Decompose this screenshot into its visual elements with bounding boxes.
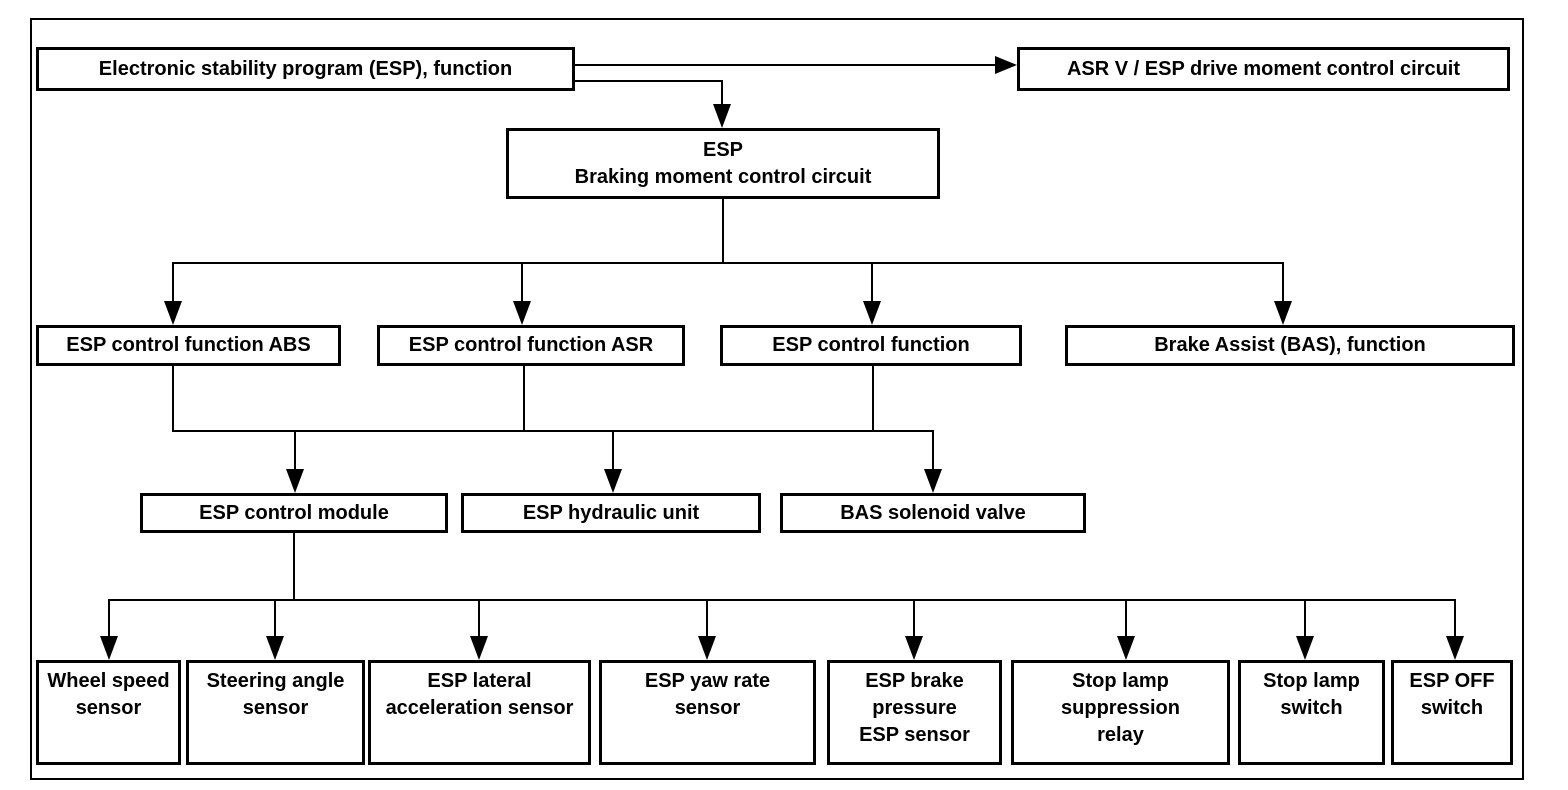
node-esp-lateral-acceleration-sensor[interactable]: ESP lateral acceleration sensor [368, 660, 591, 765]
arrowhead-down-steering-angle [266, 636, 284, 660]
diagram-border [30, 18, 1524, 780]
node-brake-assist[interactable]: Brake Assist (BAS), function [1065, 325, 1515, 366]
node-stop-lamp-switch[interactable]: Stop lamp switch [1238, 660, 1385, 765]
node-esp-control-function[interactable]: ESP control function [720, 325, 1022, 366]
node-stop-lamp-switch-label: Stop lamp switch [1263, 670, 1360, 719]
node-esp-yaw-rate-sensor[interactable]: ESP yaw rate sensor [599, 660, 816, 765]
connectors [100, 56, 1464, 660]
arrowhead-down-wheel-speed [100, 636, 118, 660]
arrowhead-down-braking [713, 104, 731, 128]
node-esp-yaw-rate-sensor-label: ESP yaw rate sensor [644, 670, 771, 719]
node-esp-control-function-asr-label: ESP control function ASR [408, 334, 654, 356]
node-esp-function[interactable]: Electronic stability program (ESP), func… [36, 47, 575, 91]
node-asr-v-drive-moment-label: ASR V / ESP drive moment control circuit [1066, 57, 1461, 80]
arrowhead-down-lateral-acceleration [470, 636, 488, 660]
arrowhead-down-control [863, 301, 881, 325]
node-esp-control-function-abs[interactable]: ESP control function ABS [36, 325, 341, 366]
node-brake-assist-label: Brake Assist (BAS), function [1154, 334, 1426, 356]
arrowhead-down-solenoid [924, 469, 942, 493]
arrowhead-down-yaw-rate [698, 636, 716, 660]
node-steering-angle-sensor-label: Steering angle sensor [206, 670, 345, 719]
node-esp-off-switch-label: ESP OFF switch [1409, 670, 1495, 719]
node-wheel-speed-sensor-label: Wheel speed sensor [47, 670, 170, 719]
node-esp-hydraulic-unit[interactable]: ESP hydraulic unit [461, 493, 761, 533]
node-esp-control-function-abs-label: ESP control function ABS [66, 334, 311, 356]
arrowhead-down-stop-lamp-switch [1296, 636, 1314, 660]
node-esp-off-switch[interactable]: ESP OFF switch [1391, 660, 1513, 765]
arrowhead-down-asr [513, 301, 531, 325]
node-esp-brake-pressure-sensor[interactable]: ESP brake pressure ESP sensor [827, 660, 1002, 765]
node-esp-braking-moment-label: ESP Braking moment control circuit [574, 138, 872, 188]
arrowhead-down-brake-pressure [905, 636, 923, 660]
arrowhead-down-suppression-relay [1117, 636, 1135, 660]
node-esp-control-function-label: ESP control function [772, 334, 970, 356]
arrowhead-down-bas [1274, 301, 1292, 325]
arrowhead-down-abs [164, 301, 182, 325]
arrowhead-down-esp-off [1446, 636, 1464, 660]
node-esp-control-function-asr[interactable]: ESP control function ASR [377, 325, 685, 366]
node-asr-v-drive-moment[interactable]: ASR V / ESP drive moment control circuit [1017, 47, 1510, 91]
node-stop-lamp-suppression-relay-label: Stop lamp suppression relay [1061, 670, 1180, 746]
arrowhead-right-asrv [995, 56, 1017, 74]
node-esp-lateral-acceleration-sensor-label: ESP lateral acceleration sensor [385, 670, 574, 719]
node-esp-brake-pressure-sensor-label: ESP brake pressure ESP sensor [859, 670, 970, 746]
node-steering-angle-sensor[interactable]: Steering angle sensor [186, 660, 365, 765]
node-stop-lamp-suppression-relay[interactable]: Stop lamp suppression relay [1011, 660, 1230, 765]
node-esp-function-label: Electronic stability program (ESP), func… [98, 57, 513, 80]
node-esp-control-module-label: ESP control module [199, 501, 389, 524]
node-wheel-speed-sensor[interactable]: Wheel speed sensor [36, 660, 181, 765]
edge-function-to-braking [575, 80, 723, 106]
node-esp-braking-moment[interactable]: ESP Braking moment control circuit [506, 128, 940, 199]
arrowhead-down-hydraulic [604, 469, 622, 493]
node-esp-hydraulic-unit-label: ESP hydraulic unit [522, 501, 700, 524]
node-bas-solenoid-valve-label: BAS solenoid valve [840, 501, 1026, 524]
node-esp-control-module[interactable]: ESP control module [140, 493, 448, 533]
arrowhead-down-module [286, 469, 304, 493]
node-bas-solenoid-valve[interactable]: BAS solenoid valve [780, 493, 1086, 533]
